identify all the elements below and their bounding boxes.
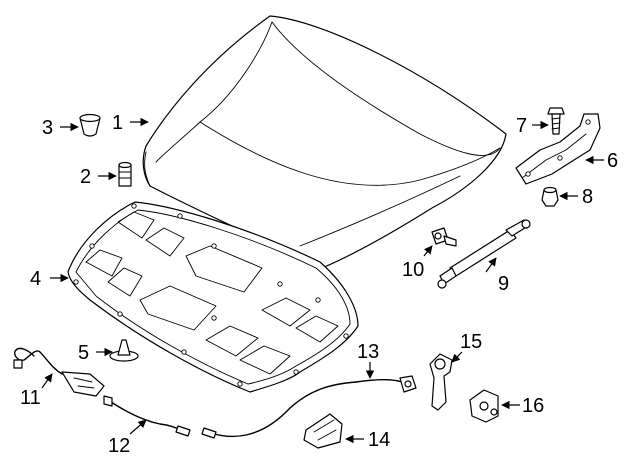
cable-end <box>355 375 417 393</box>
callout-4: 4 <box>30 268 41 290</box>
hinge-bolt <box>547 107 565 135</box>
leaders <box>41 117 604 444</box>
callout-10: 10 <box>402 259 424 281</box>
callout-3: 3 <box>42 117 53 139</box>
secondary-latch <box>469 389 499 423</box>
hood-insulator <box>67 201 359 393</box>
callout-13: 13 <box>357 341 379 363</box>
hood-panel <box>142 15 507 269</box>
bumper-stop <box>118 161 132 187</box>
lift-support <box>437 219 531 289</box>
callout-12: 12 <box>108 435 130 457</box>
callout-11: 11 <box>20 387 41 409</box>
callout-16: 16 <box>522 395 544 417</box>
callout-6: 6 <box>607 150 618 172</box>
push-pin <box>109 339 139 362</box>
callout-5: 5 <box>78 342 89 364</box>
ball-stud <box>431 227 457 247</box>
callout-2: 2 <box>80 166 91 188</box>
callout-15: 15 <box>460 331 482 353</box>
bumper-cap <box>79 113 101 137</box>
hinge-nut <box>541 186 559 207</box>
hood-latch <box>13 347 105 397</box>
callout-8: 8 <box>582 186 593 208</box>
release-lever <box>429 353 453 411</box>
callout-7: 7 <box>516 115 527 137</box>
release-cable <box>103 381 357 439</box>
callout-1: 1 <box>112 112 123 134</box>
callout-9: 9 <box>498 273 509 295</box>
callout-14: 14 <box>368 429 390 451</box>
hood-hinge <box>515 113 601 185</box>
release-handle <box>303 413 343 449</box>
